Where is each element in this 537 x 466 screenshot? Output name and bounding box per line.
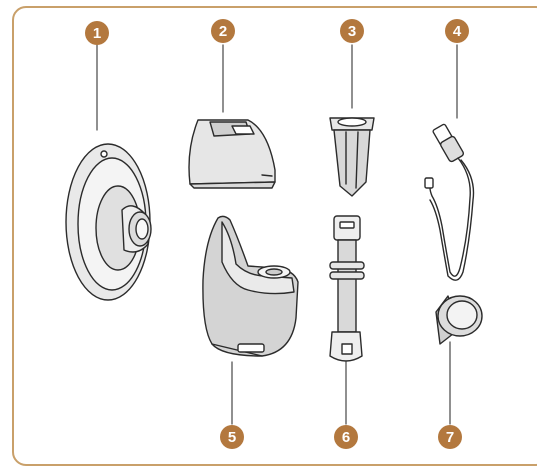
badge-7: 7 [438, 425, 462, 449]
badge-5: 5 [220, 425, 244, 449]
parts-diagram: 1 2 3 4 5 6 7 [0, 0, 537, 449]
badge-3: 3 [340, 19, 364, 43]
strap-icon [330, 216, 364, 361]
magnetic-mount-icon [436, 296, 482, 344]
badge-2: 2 [211, 19, 235, 43]
connector-icon [189, 120, 275, 188]
parts-illustration [0, 0, 537, 449]
badge-6: 6 [334, 425, 358, 449]
badge-1: 1 [85, 21, 109, 45]
badge-4: 4 [445, 19, 469, 43]
flange-icon [66, 144, 151, 300]
valve-icon [330, 118, 374, 196]
milk-cup-icon [203, 216, 298, 356]
usb-cable-icon [425, 124, 474, 280]
